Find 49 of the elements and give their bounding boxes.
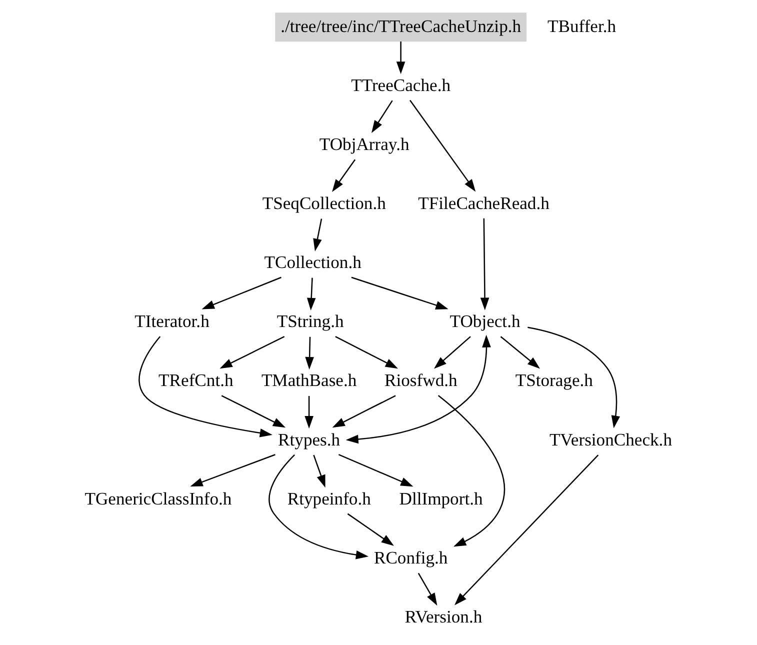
arrow	[438, 395, 506, 547]
arrow	[371, 100, 393, 133]
node-text: TRefCnt.h	[158, 370, 234, 390]
node-text: RConfig.h	[374, 547, 448, 568]
arrow	[454, 454, 599, 606]
arrow	[346, 334, 491, 444]
node-text: TMathBase.h	[261, 370, 357, 390]
node-text: TString.h	[276, 311, 344, 332]
arrow	[347, 513, 394, 546]
node-text: TCollection.h	[264, 252, 362, 272]
node-text: RVersion.h	[404, 606, 482, 627]
node-text: TBuffer.h	[548, 16, 616, 36]
arrow	[304, 396, 314, 429]
arrow	[410, 100, 476, 192]
node-text: TSeqCollection.h	[262, 192, 386, 213]
arrow	[528, 326, 620, 428]
arrow	[418, 572, 438, 606]
node-text: TTreeCache.h	[351, 74, 451, 95]
arrow	[480, 218, 490, 310]
arrow	[306, 278, 316, 310]
node-text: TGenericClassInfo.h	[84, 488, 232, 508]
node-text: Riosfwd.h	[384, 370, 458, 390]
node-text: TObjArray.h	[319, 134, 410, 154]
node-text: TObject.h	[450, 311, 520, 332]
arrow	[396, 42, 406, 74]
arrow	[332, 395, 396, 428]
arrow	[268, 454, 369, 560]
arrow	[313, 218, 322, 252]
arrow	[202, 276, 282, 310]
node-box: ./tree/tree/inc/TTreeCacheUnzip.h	[275, 12, 526, 42]
node-text: Rtypeinfo.h	[287, 488, 371, 508]
node-text: TFileCacheRead.h	[418, 192, 550, 213]
node-text: TIterator.h	[134, 311, 210, 332]
node-text: DllImport.h	[399, 488, 483, 508]
arrow	[305, 336, 314, 370]
node-text: TStorage.h	[515, 370, 593, 390]
arrow	[220, 336, 285, 369]
arrow	[190, 454, 276, 486]
arrow	[221, 395, 286, 428]
node-text: Rtypes.h	[278, 429, 340, 450]
arrow	[313, 454, 326, 488]
arrow	[500, 336, 540, 369]
arrow	[351, 276, 448, 310]
arrow	[335, 336, 398, 369]
arrow	[434, 336, 471, 369]
arrow	[338, 454, 414, 487]
arrow	[332, 159, 356, 192]
node-text: TVersionCheck.h	[549, 429, 672, 450]
arrow	[138, 336, 272, 438]
